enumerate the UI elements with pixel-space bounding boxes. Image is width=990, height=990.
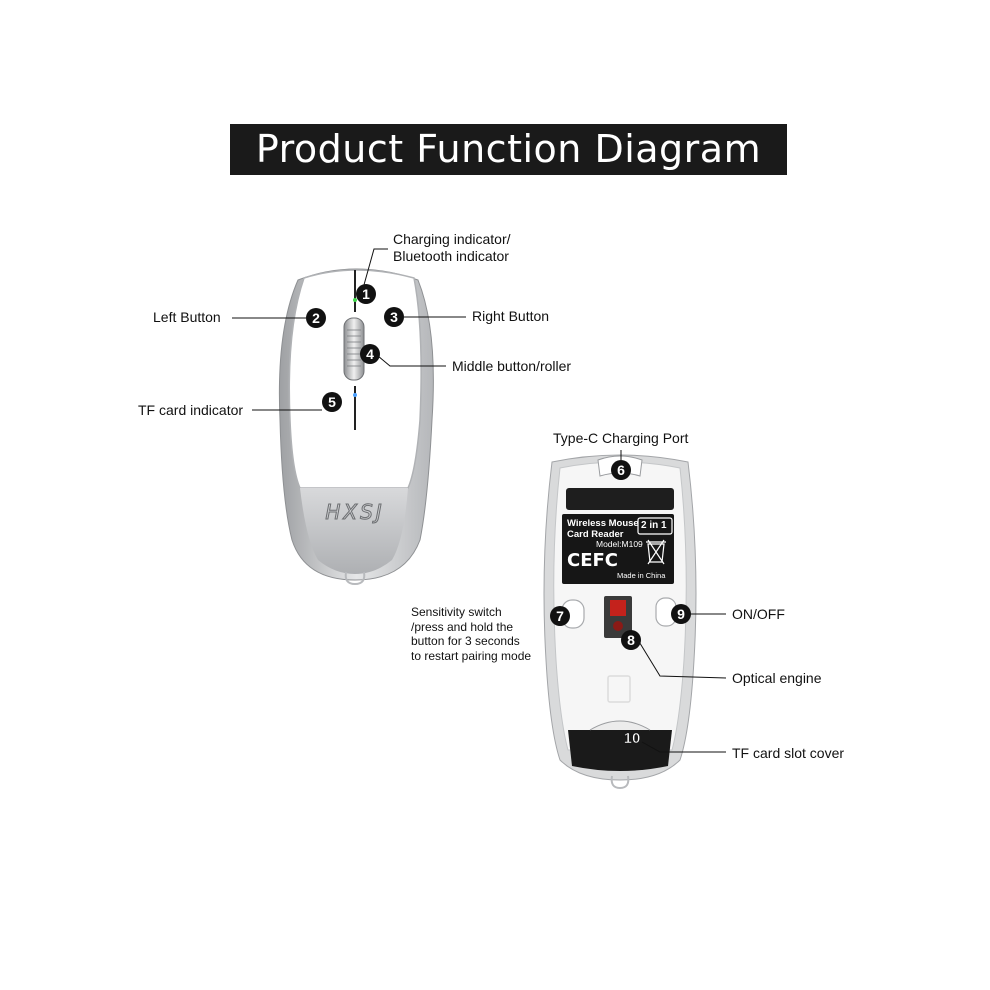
svg-text:8: 8 bbox=[627, 632, 635, 648]
marker-4: 4 bbox=[360, 344, 380, 364]
label-sensitivity-switch: Sensitivity switch /press and hold the b… bbox=[411, 605, 531, 663]
svg-text:10: 10 bbox=[624, 730, 641, 747]
label-sensitivity-line-3: button for 3 seconds bbox=[411, 634, 520, 648]
marker-10: 10 bbox=[623, 730, 641, 748]
top-glide-pad bbox=[566, 488, 674, 510]
sticker-made-in: Made in China bbox=[617, 571, 666, 580]
marker-1: 1 bbox=[356, 284, 376, 304]
label-charging-indicator: Charging indicator/ Bluetooth indicator bbox=[393, 231, 511, 265]
label-right-button: Right Button bbox=[472, 308, 550, 324]
mouse-top-palm bbox=[300, 488, 408, 574]
marker-2: 2 bbox=[306, 308, 326, 328]
svg-text:4: 4 bbox=[366, 346, 374, 362]
lanyard-loop bbox=[344, 571, 366, 586]
sticker-model: Model:M109 bbox=[596, 539, 643, 549]
tf-card-mark bbox=[607, 675, 631, 703]
mouse-bottom-view bbox=[543, 454, 697, 790]
label-sensitivity-line-4: to restart pairing mode bbox=[411, 648, 532, 663]
marker-6: 6 bbox=[611, 460, 631, 480]
marker-5: 5 bbox=[322, 392, 342, 412]
svg-text:1: 1 bbox=[362, 286, 370, 302]
sticker-line-1: Wireless Mouse bbox=[567, 518, 639, 529]
label-left-button: Left Button bbox=[153, 309, 221, 325]
weee-bin-icon bbox=[646, 539, 666, 565]
tf-slot-cover bbox=[568, 730, 672, 771]
label-charging-indicator-line-2: Bluetooth indicator bbox=[393, 248, 509, 264]
marker-8: 8 bbox=[621, 630, 641, 650]
label-sensitivity-line-1: Sensitivity switch bbox=[411, 605, 502, 619]
label-type-c-port: Type-C Charging Port bbox=[553, 430, 689, 446]
sticker-line-2: Card Reader bbox=[567, 529, 624, 540]
lanyard-loop-bottom bbox=[610, 775, 630, 790]
svg-text:3: 3 bbox=[390, 309, 398, 325]
svg-text:7: 7 bbox=[556, 608, 564, 624]
label-on-off: ON/OFF bbox=[732, 606, 785, 622]
svg-text:2: 2 bbox=[312, 310, 320, 326]
svg-text:6: 6 bbox=[617, 462, 625, 478]
marker-7: 7 bbox=[550, 606, 570, 626]
label-charging-indicator-line-1: Charging indicator/ bbox=[393, 231, 511, 247]
label-optical-engine: Optical engine bbox=[732, 670, 822, 686]
product-sticker bbox=[562, 514, 674, 584]
brand-logo: HXSJ bbox=[325, 500, 384, 524]
label-tf-card-indicator: TF card indicator bbox=[138, 402, 244, 418]
svg-text:9: 9 bbox=[677, 606, 685, 622]
label-tf-card-slot-cover: TF card slot cover bbox=[732, 745, 845, 761]
label-middle-button: Middle button/roller bbox=[452, 358, 572, 374]
marker-3: 3 bbox=[384, 307, 404, 327]
sticker-certification-marks: CEFC bbox=[567, 550, 619, 571]
sticker-badge bbox=[637, 517, 673, 535]
leader-lines bbox=[232, 248, 727, 753]
page-title: Product Function Diagram bbox=[230, 124, 787, 175]
scroll-wheel bbox=[343, 317, 365, 381]
sticker-badge-text: 2 in 1 bbox=[641, 520, 667, 531]
marker-9: 9 bbox=[671, 604, 691, 624]
label-sensitivity-line-2: /press and hold the bbox=[411, 619, 514, 634]
mouse-top-view: HXSJ bbox=[278, 268, 434, 586]
svg-text:5: 5 bbox=[328, 394, 336, 410]
